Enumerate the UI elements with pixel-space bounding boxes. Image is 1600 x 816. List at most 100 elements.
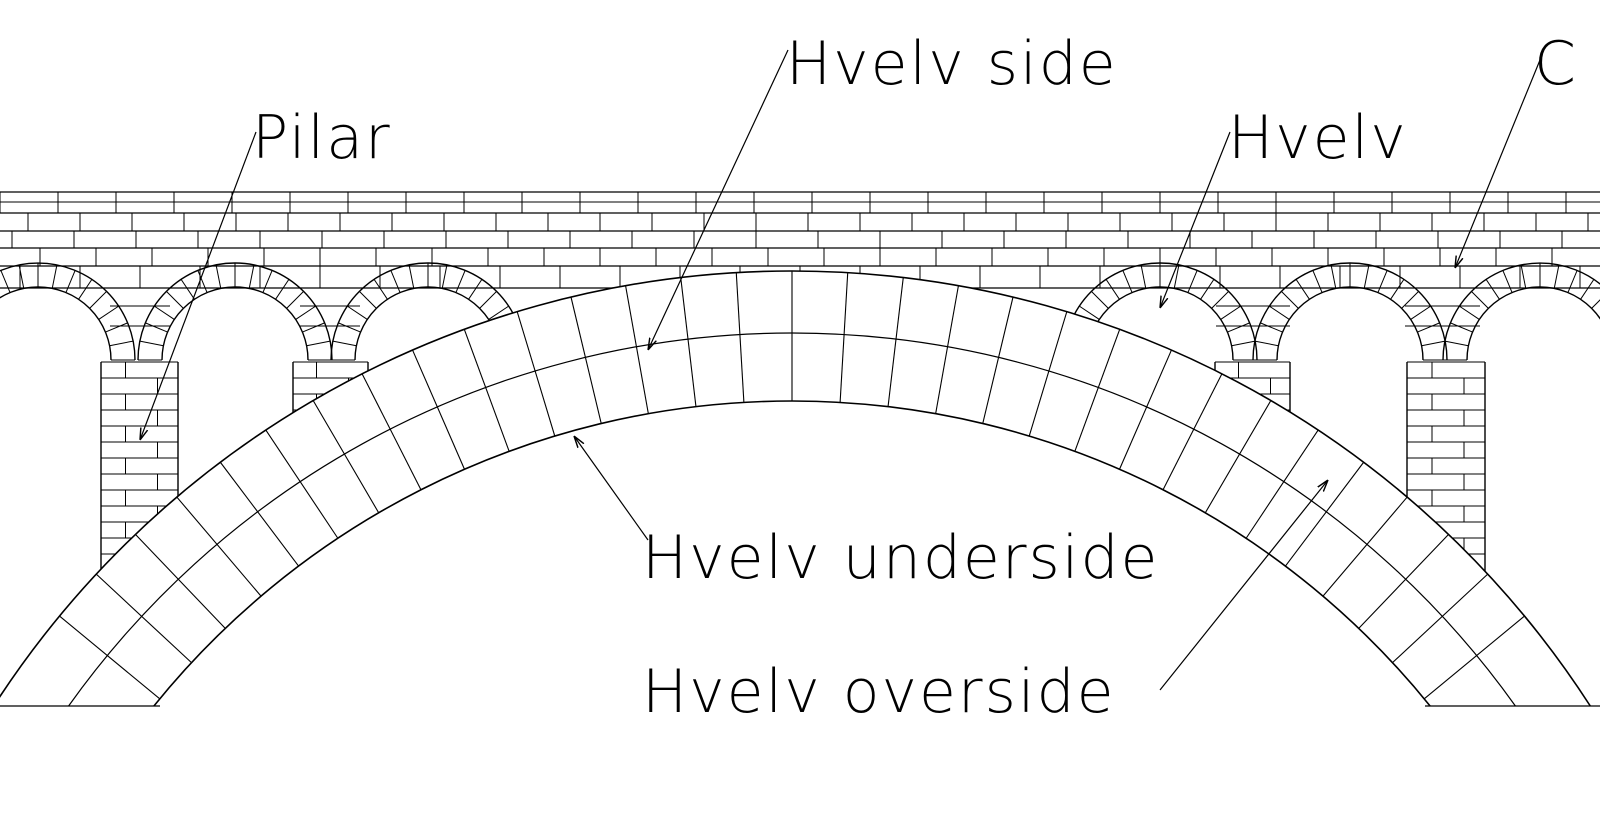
arch-voussoir-joint — [361, 373, 422, 491]
voussoir-joint — [180, 279, 195, 300]
leader-hvelv — [1160, 131, 1231, 308]
voussoir-joint — [275, 279, 290, 300]
voussoir-joint — [78, 279, 93, 300]
voussoir-joint — [1227, 322, 1250, 333]
voussoir-joint — [1260, 322, 1283, 333]
voussoir-joint — [1220, 305, 1241, 320]
voussoir-joint — [1377, 270, 1388, 293]
label-hvelv: Hvelv — [1228, 103, 1408, 173]
voussoir-joint — [373, 279, 388, 300]
voussoir-joint — [51, 264, 58, 289]
voussoir-joint — [1502, 270, 1513, 293]
leader-hvelv-overside — [1159, 480, 1328, 691]
arch-voussoir-joint — [735, 272, 745, 403]
voussoir-joint — [1459, 305, 1480, 320]
voussoir-joint — [89, 291, 107, 309]
small-arch-intrados — [161, 286, 309, 361]
voussoir-joint — [302, 322, 325, 333]
voussoir-joint — [1390, 279, 1405, 300]
voussoir-joint — [1312, 270, 1323, 293]
voussoir-joint — [1295, 279, 1310, 300]
arch-voussoir-joint — [1204, 400, 1272, 514]
label-hvelv-side: Hvelv side — [786, 29, 1118, 99]
voussoir-joint — [347, 305, 368, 320]
arch-voussoir-joint — [265, 429, 339, 539]
voussoir-joint — [441, 264, 448, 289]
arch-voussoir-joint — [312, 400, 380, 514]
arch-voussoir-joint — [625, 285, 649, 414]
voussoir-joint — [332, 340, 357, 347]
arch-voussoir-joint — [59, 615, 161, 700]
arch-voussoir-joint — [1119, 349, 1172, 470]
voussoir-joint — [455, 270, 466, 293]
voussoir-joint — [1485, 279, 1500, 300]
small-arches — [0, 262, 1600, 361]
arch-voussoir-joint — [839, 272, 849, 403]
voussoir-joint — [479, 291, 497, 309]
voussoir-joint — [1520, 264, 1527, 289]
voussoir-joint — [488, 305, 509, 320]
arch-voussoir-joint — [176, 496, 262, 597]
voussoir-joint — [390, 270, 401, 293]
voussoir-joint — [262, 270, 273, 293]
label-hvelv-underside: Hvelv underside — [642, 523, 1160, 593]
main-arch-hvelv — [0, 270, 1600, 707]
voussoir-joint — [1553, 264, 1560, 289]
arch-voussoir-joint — [1074, 329, 1121, 452]
voussoir-joint — [145, 322, 168, 333]
voussoir-joint — [338, 322, 361, 333]
voussoir-joint — [1140, 264, 1147, 289]
voussoir-joint — [1444, 340, 1469, 347]
leader-hvelv-side — [648, 49, 789, 350]
voussoir-joint — [1591, 299, 1600, 309]
voussoir-joint — [139, 340, 164, 347]
voussoir-joint — [295, 305, 316, 320]
voussoir-joint — [154, 305, 175, 320]
voussoir-joint — [98, 305, 119, 320]
voussoir-joint — [1580, 279, 1595, 300]
voussoir-joint — [248, 264, 255, 289]
arch-voussoir-joint — [219, 461, 300, 567]
voussoir-joint — [306, 340, 331, 347]
leader-hvelv-underside — [574, 436, 649, 541]
voussoir-joint — [105, 322, 128, 333]
voussoir-joint — [1211, 291, 1229, 309]
voussoir-joint — [1410, 305, 1431, 320]
voussoir-joint — [1231, 340, 1256, 347]
voussoir-joint — [1200, 279, 1215, 300]
voussoir-joint — [1187, 270, 1198, 293]
voussoir-joint — [286, 291, 304, 309]
voussoir-joint — [1254, 340, 1279, 347]
arch-intrados — [153, 400, 1431, 707]
voussoir-joint — [1567, 270, 1578, 293]
arch-voussoir-joint — [935, 285, 959, 414]
voussoir-joint — [1450, 322, 1473, 333]
arch-ring-fill — [0, 270, 1591, 706]
voussoir-joint — [408, 264, 415, 289]
voussoir-joint — [215, 264, 222, 289]
arch-voussoir-joint — [1322, 496, 1408, 597]
arch-voussoir-joint — [463, 329, 510, 452]
voussoir-joint — [359, 291, 377, 309]
small-arch-intrados — [1276, 286, 1424, 361]
voussoir-joint — [1363, 264, 1370, 289]
arch-voussoir-joint — [412, 349, 465, 470]
voussoir-joint — [1269, 305, 1290, 320]
voussoir-joint — [65, 270, 76, 293]
label-cut-off: C — [1534, 29, 1578, 99]
voussoir-joint — [1079, 305, 1100, 320]
voussoir-joint — [1122, 270, 1133, 293]
leader-pilar — [140, 131, 257, 440]
arch-voussoir-joint — [516, 311, 556, 437]
arch-voussoir-joint — [887, 277, 904, 407]
voussoir-joint — [109, 340, 134, 347]
arch-voussoir-joint — [1392, 573, 1489, 664]
leader-cut-off — [1455, 59, 1541, 268]
arch-voussoir-joint — [1028, 311, 1068, 437]
voussoir-joint — [1105, 279, 1120, 300]
arch-voussoir-joint — [1245, 429, 1319, 539]
label-pilar: Pilar — [252, 103, 392, 173]
voussoir-joint — [1173, 264, 1180, 289]
